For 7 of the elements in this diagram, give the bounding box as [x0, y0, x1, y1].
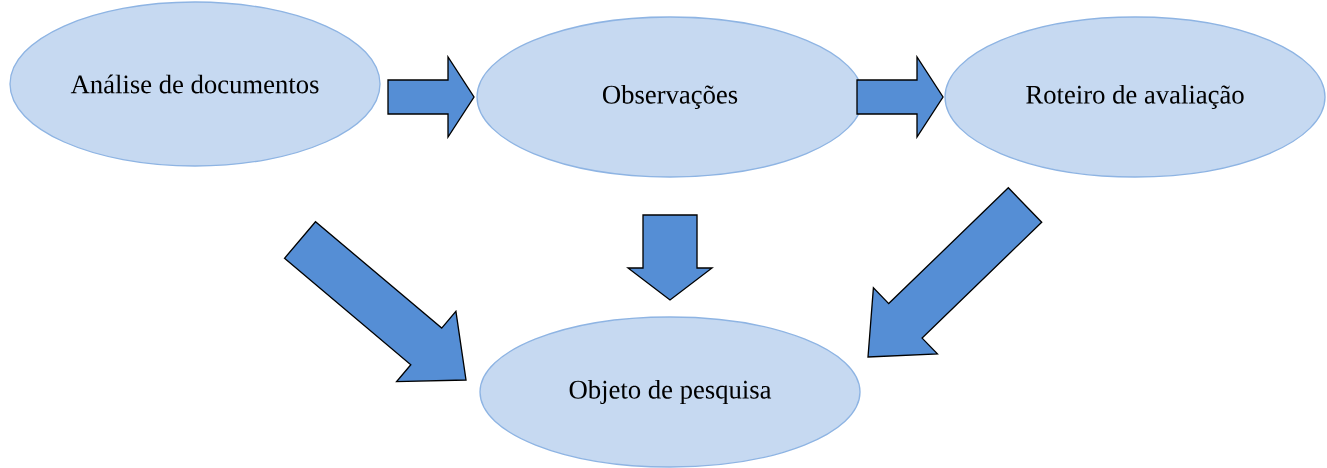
block-arrow — [626, 214, 714, 301]
block-arrow — [856, 54, 944, 140]
ellipse-node: Análise de documentos — [9, 1, 381, 167]
ellipse-node: Observações — [476, 16, 864, 178]
ellipse-node: Objeto de pesquisa — [479, 316, 861, 468]
block-arrow — [387, 54, 475, 140]
ellipse-node: Roteiro de avaliação — [944, 16, 1326, 178]
